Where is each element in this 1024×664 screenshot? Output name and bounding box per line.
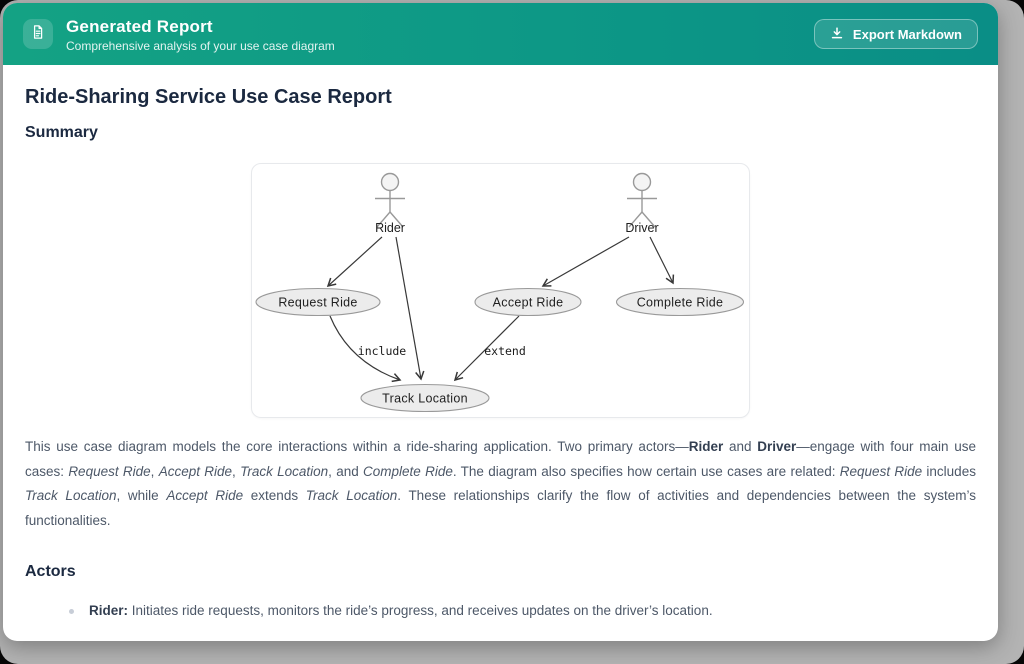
export-markdown-label: Export Markdown bbox=[852, 26, 962, 42]
usecase-track-location: Track Location bbox=[360, 383, 490, 413]
actor-list: Rider: Initiates ride requests, monitors… bbox=[25, 601, 976, 641]
report-content: Ride-Sharing Service Use Case Report Sum… bbox=[3, 65, 998, 641]
actor-driver-entry: Driver: Receives ride requests, accepts … bbox=[89, 637, 530, 641]
usecase-complete-ride: Complete Ride bbox=[615, 287, 745, 317]
usecase-accept-ride: Accept Ride bbox=[474, 287, 582, 317]
header-text: Generated Report Comprehensive analysis … bbox=[66, 16, 335, 53]
page-title: Ride-Sharing Service Use Case Report bbox=[25, 86, 392, 108]
usecase-track-location-label: Track Location bbox=[382, 392, 468, 406]
section-heading-summary: Summary bbox=[25, 124, 98, 141]
download-icon bbox=[830, 26, 844, 43]
actor-driver-label: Driver bbox=[625, 221, 658, 235]
actor-rider bbox=[375, 172, 405, 228]
edge-driver-accept-ride bbox=[541, 236, 630, 287]
report-card: Generated Report Comprehensive analysis … bbox=[3, 3, 998, 641]
edge-label-extend: extend bbox=[484, 344, 526, 358]
summary-paragraph: This use case diagram models the core in… bbox=[25, 439, 976, 528]
document-icon-chip bbox=[23, 19, 53, 49]
actor-driver bbox=[627, 172, 657, 228]
use-case-diagram: include extend Rider bbox=[255, 172, 745, 413]
header-bar: Generated Report Comprehensive analysis … bbox=[3, 3, 998, 65]
list-item-rider: Rider: Initiates ride requests, monitors… bbox=[69, 601, 976, 621]
export-markdown-button[interactable]: Export Markdown bbox=[813, 19, 978, 49]
usecase-accept-ride-label: Accept Ride bbox=[493, 296, 564, 310]
actor-driver-description: Receives ride requests, accepts them, an… bbox=[133, 639, 530, 641]
actor-driver-name: Driver: bbox=[89, 639, 133, 641]
edge-include bbox=[329, 315, 402, 383]
actor-rider-name: Rider: bbox=[89, 603, 129, 618]
use-case-diagram-panel: include extend Rider bbox=[251, 163, 750, 418]
edge-rider-track-location bbox=[395, 236, 425, 381]
document-icon bbox=[30, 24, 46, 45]
app-title: Generated Report bbox=[66, 16, 213, 36]
actor-rider-entry: Rider: Initiates ride requests, monitors… bbox=[89, 601, 713, 621]
actor-rider-description: Initiates ride requests, monitors the ri… bbox=[128, 603, 713, 618]
edge-driver-complete-ride bbox=[649, 236, 675, 285]
app-subtitle: Comprehensive analysis of your use case … bbox=[66, 38, 335, 53]
list-item-driver: Driver: Receives ride requests, accepts … bbox=[69, 637, 976, 641]
usecase-request-ride: Request Ride bbox=[255, 287, 381, 317]
edge-rider-request-ride bbox=[326, 236, 383, 288]
usecase-complete-ride-label: Complete Ride bbox=[637, 296, 724, 310]
section-heading-actors: Actors bbox=[25, 563, 76, 580]
bullet-dot bbox=[69, 609, 74, 614]
edge-label-include: include bbox=[358, 344, 407, 358]
usecase-request-ride-label: Request Ride bbox=[278, 296, 357, 310]
edge-extend bbox=[453, 315, 520, 382]
actor-rider-label: Rider bbox=[375, 221, 405, 235]
